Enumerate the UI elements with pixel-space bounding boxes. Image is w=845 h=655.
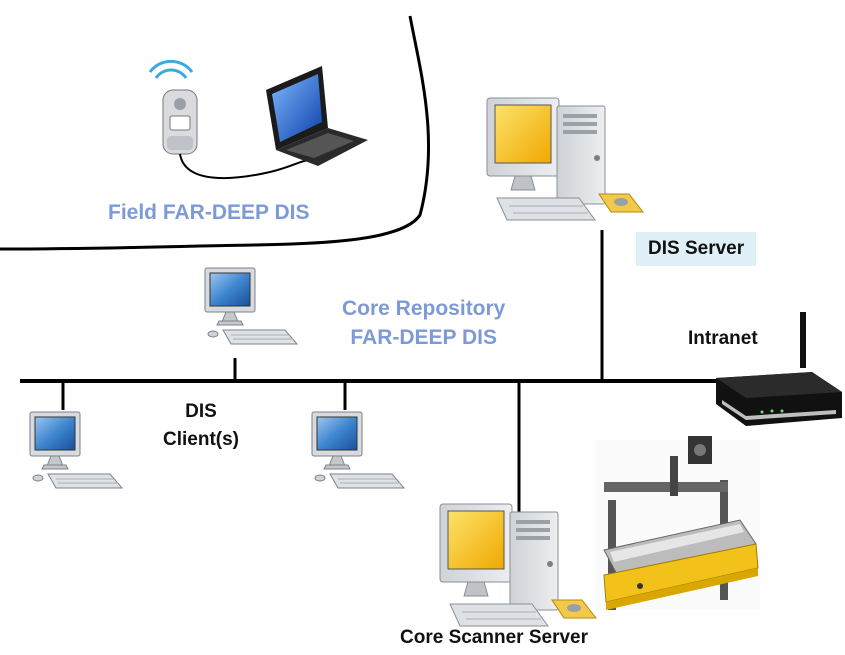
field-boundary-curve [0, 15, 431, 251]
dis-clients-label: DIS Client(s) [163, 398, 239, 454]
router-icon [716, 312, 842, 426]
phone-laptop-cable [179, 153, 313, 179]
field-far-deep-dis-label: Field FAR-DEEP DIS [108, 201, 310, 224]
core-repository-label: Core Repository FAR-DEEP DIS [342, 294, 505, 352]
core-scanner-server-computer-icon [439, 503, 597, 627]
client-computer-icon [204, 267, 298, 345]
intranet-label: Intranet [688, 328, 758, 349]
laptop-icon [266, 66, 368, 166]
dis-clients-label-line2: Client(s) [163, 429, 239, 450]
dis-server-computer-icon [486, 97, 644, 221]
core-scanner-server-label: Core Scanner Server [400, 627, 588, 648]
dis-server-label: DIS Server [636, 232, 757, 266]
client-computer-icon [311, 411, 405, 489]
core-repository-label-line2: FAR-DEEP DIS [350, 326, 498, 349]
mobile-phone-icon [148, 59, 198, 155]
core-scanner-machine-icon [595, 436, 760, 610]
client-computer-icon [29, 411, 123, 489]
network-lines [20, 230, 730, 515]
dis-clients-label-line1: DIS [185, 401, 217, 422]
core-repository-label-line1: Core Repository [342, 297, 506, 320]
